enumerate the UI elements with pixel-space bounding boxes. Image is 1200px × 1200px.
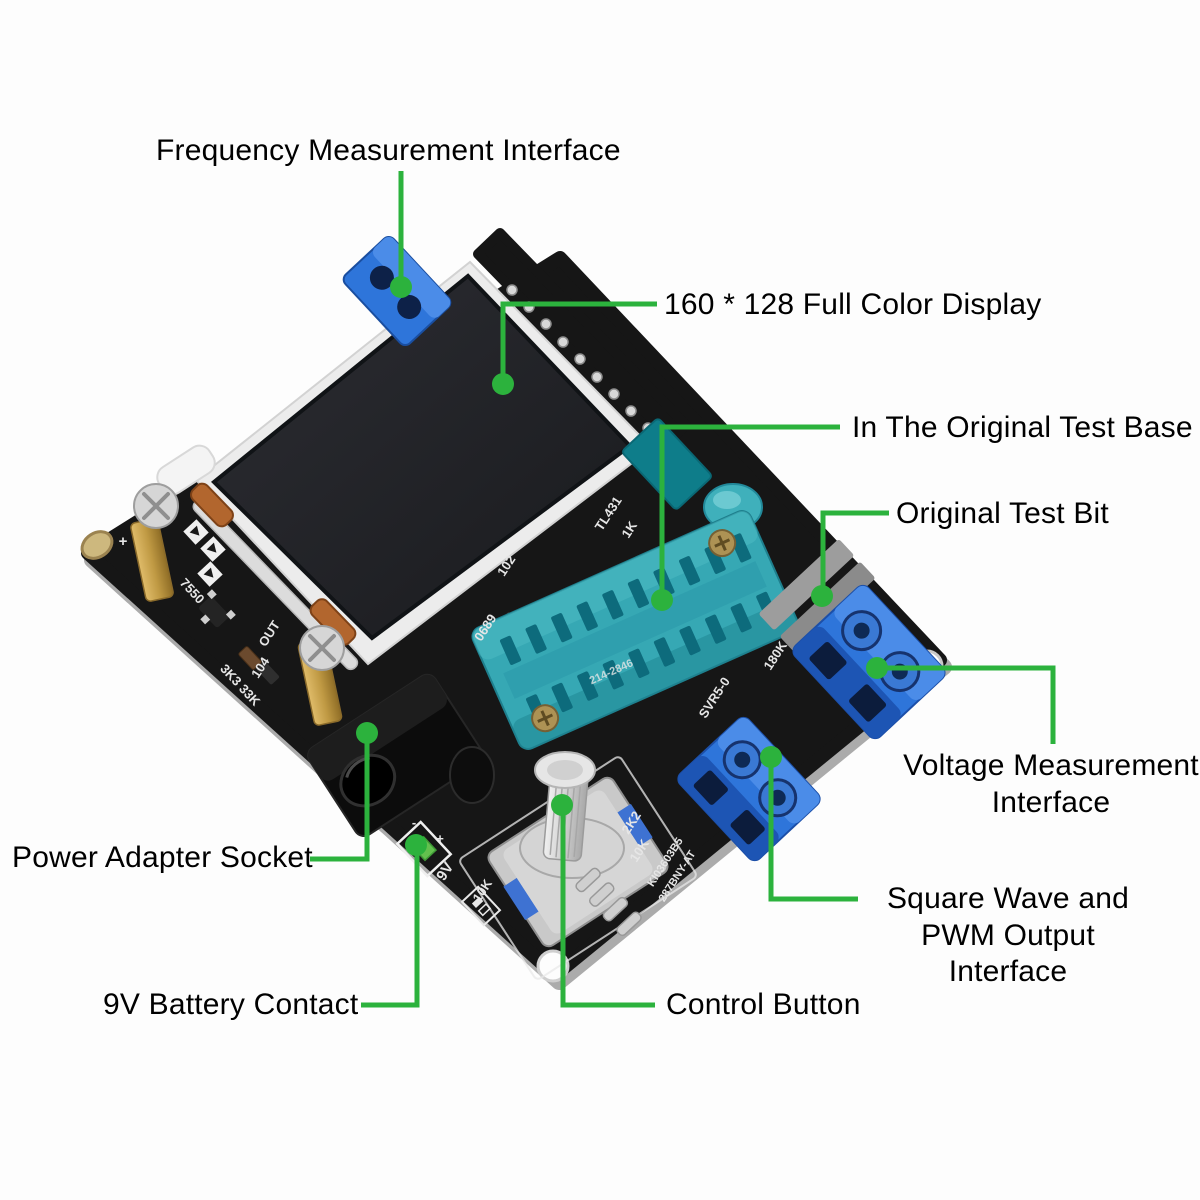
smd-transistor [199,589,236,628]
callout-dot-battery [405,834,427,856]
callout-label-battery: 9V Battery Contact [103,988,359,1021]
smd-resistor-1 [238,646,262,670]
lcd-module [194,260,654,666]
callout-line-test-base [659,424,840,596]
callout-line-display [500,301,657,381]
callout-label-control: Control Button [666,988,861,1021]
copper-coil-1 [190,482,234,528]
callout-line-power [310,734,370,862]
callout-line-battery [361,848,420,1008]
silkscreen-box-10k [460,885,502,927]
callout-dot-frequency [390,276,412,298]
callout-dot-square-wave [760,746,782,768]
callout-lines [310,171,1056,1008]
callout-label-frequency: Frequency Measurement Interface [156,134,621,167]
standoff-screw-2 [297,625,345,726]
ic-test-pads [759,539,875,653]
mounting-hole-left [80,530,114,560]
silkscreen-minus: - [412,815,416,830]
callout-label-power: Power Adapter Socket [12,841,313,874]
callout-dot-test-bit [811,585,833,607]
lcd-screen [211,273,634,641]
callout-line-test-bit [820,510,889,593]
zif-screw-1 [531,704,560,733]
silkscreen-plus-corner: + [119,533,128,550]
standoff-screw-1 [130,483,179,602]
callout-line-square-wave [768,757,858,902]
silkscreen-plus: + [436,831,444,846]
callout-label-square-wave: Square Wave and PWM Output Interface [886,882,1130,989]
zif-screw-2 [708,529,737,558]
teal-smd-plate [622,418,712,510]
callout-dot-power [356,722,378,744]
callout-line-voltage [877,665,1056,744]
callout-dot-control [551,794,573,816]
capacitor [449,746,495,804]
callout-label-test-base: In The Original Test Base [852,411,1193,444]
callout-line-control [560,806,655,1008]
zif-socket: 214-2846 [471,510,799,750]
terminal-square-wave [677,716,821,862]
callout-dot-test-base [651,589,673,611]
callout-label-test-bit: Original Test Bit [896,497,1109,530]
callout-label-voltage: Voltage Measurement Interface [903,749,1199,819]
rotary-encoder [459,751,697,980]
callout-dot-voltage [866,657,888,679]
callout-label-display: 160 * 128 Full Color Display [664,288,1042,321]
callout-dot-display [492,373,514,395]
smd-resistor-2 [256,661,280,685]
silkscreen-arrow-boxes [183,519,226,587]
encoder-pins [575,867,642,937]
